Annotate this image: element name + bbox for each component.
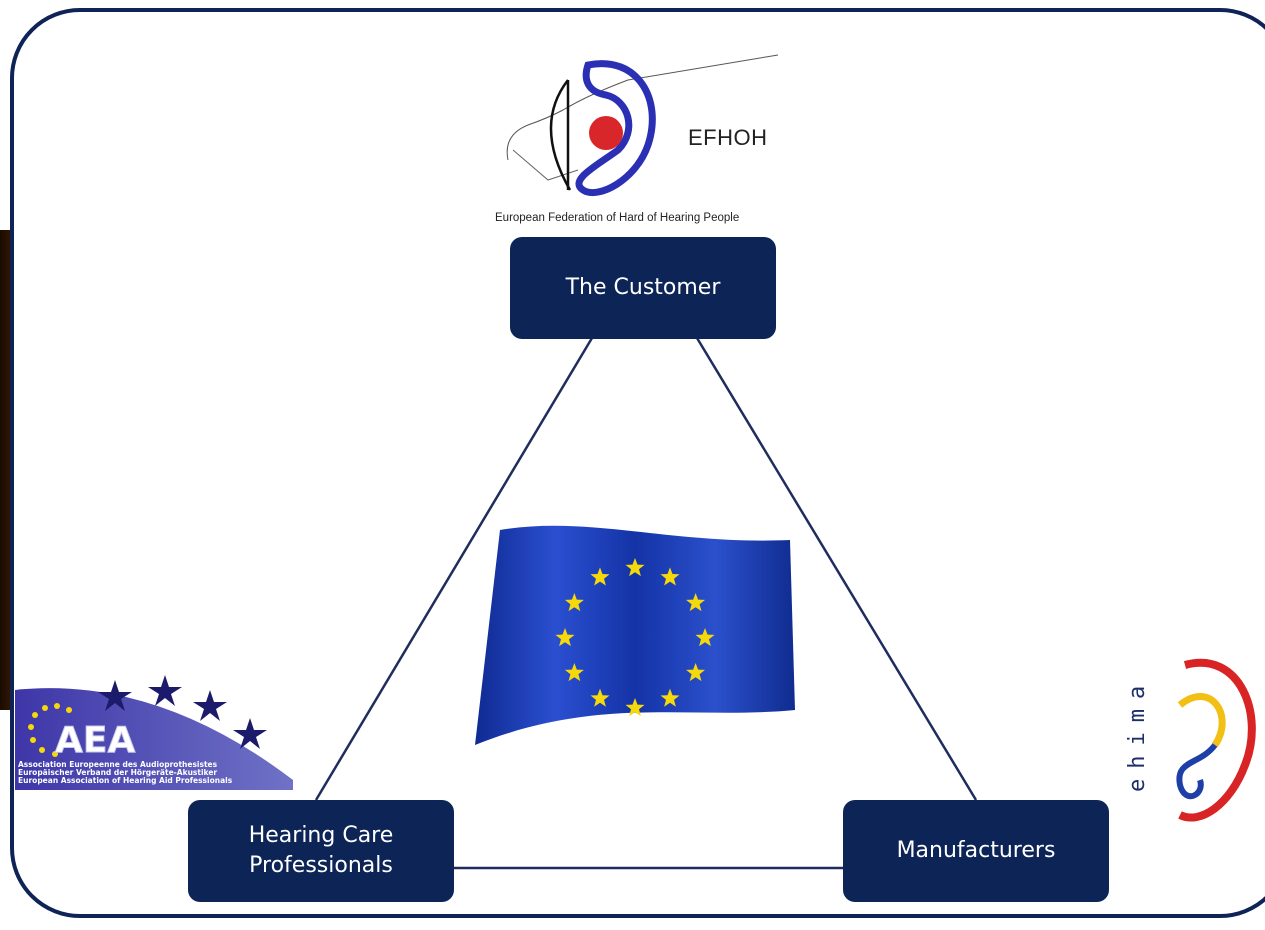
aea-logo: AEA Association Europeenne des Audioprot… (15, 670, 293, 790)
eu-star (590, 567, 610, 586)
node-hearing-care-professionals: Hearing Care Professionals (188, 800, 454, 902)
aea-logo-graphic: AEA (15, 675, 293, 790)
connector-customer-manufacturers (695, 337, 978, 801)
eu-star (660, 688, 680, 707)
ehima-logo: ehima (1115, 640, 1265, 830)
eu-star (564, 593, 584, 612)
node-customer: The Customer (510, 237, 776, 339)
node-manufacturers-label: Manufacturers (896, 838, 1056, 864)
ehima-wordmark: ehima (1125, 675, 1150, 792)
node-hcp-label-line1: Hearing Care (248, 823, 394, 849)
eu-stars (555, 558, 715, 717)
aea-caption-line3: European Association of Hearing Aid Prof… (18, 776, 233, 786)
eu-star (660, 567, 680, 586)
node-manufacturers: Manufacturers (843, 800, 1109, 902)
node-customer-label: The Customer (565, 275, 721, 301)
eu-star (564, 663, 584, 682)
efhoh-ear-logo (506, 54, 779, 197)
eu-star (695, 628, 715, 647)
eu-star (625, 698, 645, 717)
aea-caption-line2: Europäischer Verband der Hörgeräte-Akust… (18, 768, 218, 778)
aea-wordmark: AEA (55, 720, 135, 761)
connector-customer-hcp (314, 337, 594, 801)
ehima-ear-logo (1176, 658, 1256, 822)
eu-flag-icon (475, 525, 795, 745)
efhoh-logo: EFHOH European Federation of Hard of Hea… (488, 40, 798, 230)
eu-star (686, 663, 706, 682)
aea-caption: Association Europeenne des Audioprothesi… (18, 761, 232, 785)
eu-star (590, 688, 610, 707)
aea-caption-line1: Association Europeenne des Audioprothesi… (18, 760, 218, 770)
eu-star (625, 558, 645, 577)
node-hcp-label-line2: Professionals (249, 853, 393, 878)
eu-star (555, 628, 575, 647)
eu-star (686, 593, 706, 612)
efhoh-wordmark: EFHOH (688, 125, 768, 150)
efhoh-caption: European Federation of Hard of Hearing P… (495, 212, 740, 224)
